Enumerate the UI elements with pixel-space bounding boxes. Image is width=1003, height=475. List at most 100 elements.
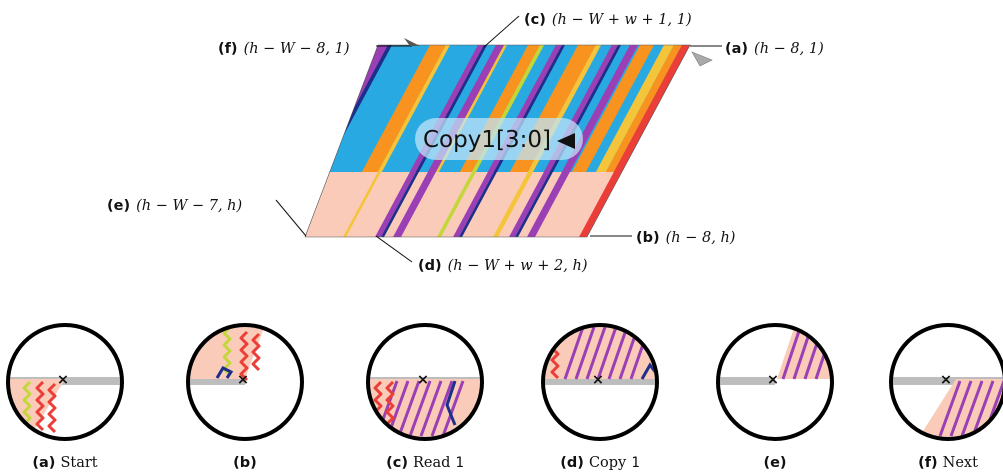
view-circle — [366, 323, 484, 441]
cursor-arrow-icon — [691, 51, 713, 67]
purple-stripe — [408, 380, 432, 437]
tape-band — [893, 377, 1003, 385]
callout-c-leader — [483, 15, 520, 48]
purple-stripe — [441, 380, 465, 437]
purple-stripe — [430, 380, 454, 437]
panel-caption-code: 1 — [631, 455, 639, 471]
callout-e-leader — [275, 199, 307, 237]
head-cross-icon: × — [592, 372, 604, 388]
lime-zigzag — [222, 327, 232, 377]
head-pointer-icon — [557, 133, 575, 149]
callout-e-expr: (h − W − 7, h) — [136, 198, 242, 214]
callout-a-tag: (a) — [725, 41, 748, 57]
callout-a: (a) (h − 8, 1) — [690, 41, 824, 67]
panel-f: × (f) Next — [889, 323, 1003, 471]
panel-caption: (e) — [763, 455, 786, 471]
callout-a-expr: (h − 8, 1) — [754, 41, 824, 57]
tape-band — [10, 377, 120, 385]
view-circle — [716, 323, 834, 441]
head-cross-icon: × — [57, 372, 69, 388]
red-zigzag — [35, 380, 45, 432]
purple-stripe — [960, 380, 984, 437]
panel-b: × (b) — [186, 323, 304, 471]
peach-region — [545, 327, 655, 379]
red-zigzag — [251, 332, 261, 372]
peach-region — [370, 379, 480, 437]
purple-stripe — [949, 380, 973, 437]
banner-background — [415, 118, 583, 160]
banner-bracket: [3:0] — [496, 127, 551, 153]
callout-d-leader — [375, 235, 413, 263]
navy-zigzag — [445, 380, 457, 426]
purple-stripe — [792, 330, 812, 380]
callout-c-tag: (c) — [524, 12, 546, 28]
callout-b-tag: (b) — [636, 230, 660, 246]
head-cross-icon: × — [237, 372, 249, 388]
tape-band — [190, 377, 245, 385]
panel-e: × (e) — [716, 323, 834, 471]
panel-caption: (f) Next — [918, 455, 978, 471]
purple-stripe — [971, 380, 995, 437]
panel-contents — [190, 327, 265, 385]
purple-stripe — [419, 380, 443, 437]
tape-band — [545, 377, 655, 385]
callout-f-tag: (f) — [218, 41, 238, 57]
callout-f-label: (f) (h − W − 8, 1) — [218, 41, 350, 57]
callout-f: (f) (h − W − 8, 1) — [218, 38, 420, 57]
purple-stripe — [563, 327, 585, 380]
red-zigzag — [47, 382, 57, 434]
head-cross-icon: × — [940, 372, 952, 388]
panel-caption-text: Next — [943, 455, 978, 471]
view-circle — [889, 323, 1003, 441]
parallelogram-outline — [304, 44, 691, 238]
panel-a: × (a) Start — [6, 323, 124, 471]
purple-stripe — [938, 380, 962, 437]
panel-caption-tag: (f) — [918, 455, 938, 471]
head-cross-icon: × — [767, 372, 779, 388]
purple-stripe — [596, 327, 618, 380]
copy-banner: Copy1[3:0] — [415, 118, 583, 160]
callout-d: (d) (h − W + w + 2, h) — [375, 235, 588, 274]
callout-b: (b) (h − 8, h) — [590, 230, 735, 246]
callout-c-expr: (h − W + w + 1, 1) — [552, 12, 692, 28]
red-zigzag — [239, 330, 249, 382]
callout-d-tag: (d) — [418, 258, 442, 274]
lower-stripe-2 — [341, 45, 452, 237]
panel-caption-tag: (b) — [233, 455, 257, 471]
callout-d-expr: (h − W + w + 2, h) — [448, 258, 588, 274]
callout-c-label: (c) (h − W + w + 1, 1) — [524, 12, 692, 28]
navy-zigzag — [215, 366, 234, 379]
callout-c: (c) (h − W + w + 1, 1) — [483, 12, 692, 48]
callout-a-label: (a) (h − 8, 1) — [725, 41, 824, 57]
callout-f-expr: (h − W − 8, 1) — [244, 41, 350, 57]
lower-stripe-13 — [577, 45, 690, 237]
red-zigzag — [385, 380, 395, 432]
panel-caption-text: Read — [413, 455, 450, 471]
purple-stripe — [607, 327, 629, 380]
callout-b-expr: (h − 8, h) — [666, 230, 736, 246]
panel-caption: (a) Start — [32, 455, 97, 471]
purple-stripe — [574, 327, 596, 380]
panel-contents — [545, 327, 655, 385]
view-circle — [541, 323, 659, 441]
panel-caption-text: Copy — [589, 455, 627, 471]
banner-name: Copy1 — [423, 127, 496, 153]
callout-e-tag: (e) — [107, 198, 130, 214]
view-circle — [186, 323, 304, 441]
panel-caption-text: Start — [60, 455, 97, 471]
callout-d-label: (d) (h − W + w + 2, h) — [418, 258, 588, 274]
cursor-arrow-icon — [404, 38, 420, 46]
callout-b-label: (b) (h − 8, h) — [636, 230, 735, 246]
purple-stripe — [397, 380, 421, 437]
panel-caption-tag: (a) — [32, 455, 55, 471]
panel-caption-tag: (d) — [560, 455, 584, 471]
lower-stripe-12 — [525, 45, 641, 237]
tape-band — [720, 377, 775, 385]
callout-e-label: (e) (h − W − 7, h) — [107, 198, 242, 214]
